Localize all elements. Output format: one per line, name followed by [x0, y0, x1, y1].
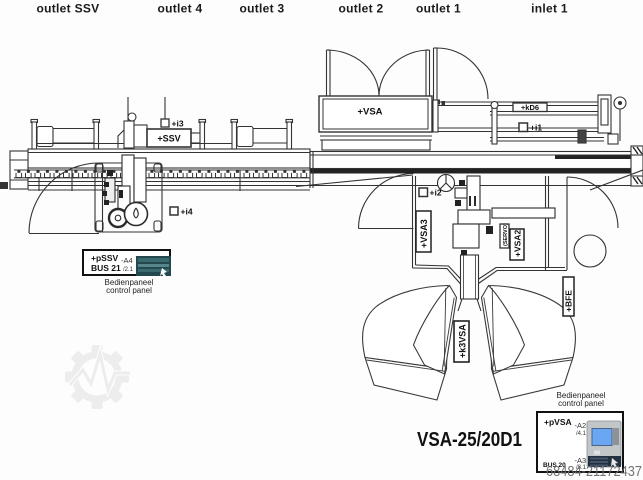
svg-text:Bedienpaneel: Bedienpaneel [557, 391, 606, 400]
svg-text:Bedienpaneel: Bedienpaneel [105, 278, 154, 287]
svg-text:outlet 2: outlet 2 [338, 2, 383, 16]
svg-text:68484-21172437: 68484-21172437 [546, 463, 642, 480]
svg-text:-A2: -A2 [575, 421, 587, 430]
svg-text:+pSSV: +pSSV [91, 253, 118, 263]
svg-text:+VSA3: +VSA3 [419, 219, 429, 248]
svg-text:+VSA: +VSA [357, 107, 382, 118]
svg-text:+kD6: +kD6 [521, 103, 539, 112]
svg-text:-A3: -A3 [575, 456, 587, 465]
svg-text:VSA-25/20D1: VSA-25/20D1 [417, 428, 522, 451]
svg-text:outlet SSV: outlet SSV [36, 2, 99, 16]
svg-text:+BFE: +BFE [564, 290, 574, 312]
svg-text:+SSV: +SSV [157, 134, 180, 144]
svg-text:+VSA2: +VSA2 [513, 230, 523, 257]
svg-text:+pVSA: +pVSA [544, 417, 572, 427]
svg-text:/2.1: /2.1 [123, 267, 134, 273]
svg-text:control panel: control panel [558, 399, 604, 408]
svg-text:inlet 1: inlet 1 [531, 2, 568, 16]
svg-text:-A4: -A4 [121, 256, 133, 265]
svg-text:+i2: +i2 [430, 188, 442, 198]
svg-text:outlet 4: outlet 4 [157, 2, 202, 16]
svg-text:(SERVO): (SERVO) [503, 223, 509, 246]
svg-text:+i1: +i1 [530, 123, 542, 133]
svg-text:/8.1: /8.1 [576, 465, 587, 471]
svg-text:/4.1: /4.1 [576, 431, 587, 437]
svg-text:outlet 3: outlet 3 [239, 2, 284, 16]
svg-text:+k3VSA: +k3VSA [458, 324, 468, 358]
svg-text:+i4: +i4 [181, 207, 193, 217]
svg-text:control panel: control panel [106, 286, 152, 295]
svg-text:+i3: +i3 [172, 119, 184, 129]
svg-text:BUS 21: BUS 21 [91, 263, 121, 273]
svg-text:outlet 1: outlet 1 [416, 2, 461, 16]
svg-text:BUS 20: BUS 20 [543, 462, 566, 469]
